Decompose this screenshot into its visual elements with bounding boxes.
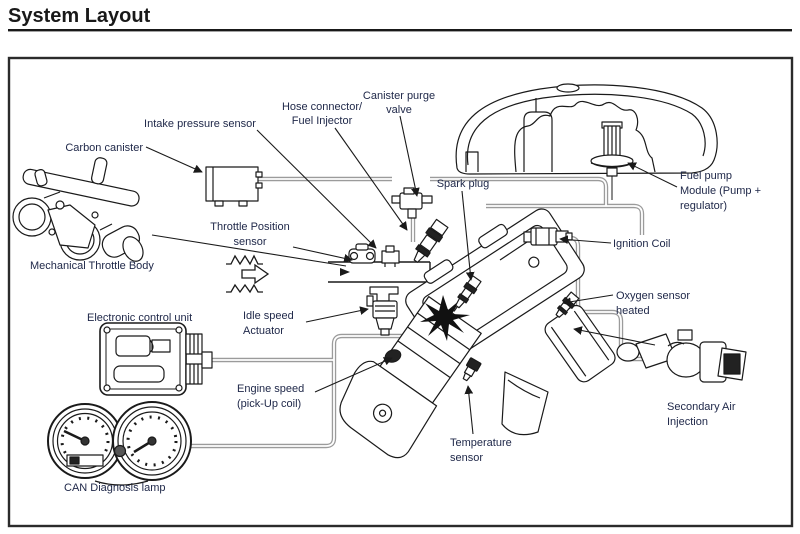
idle-speed-arrow [305, 306, 369, 323]
intake-pressure-sensor-drawing [381, 245, 400, 267]
canister-purge-valve-drawing [391, 187, 433, 219]
oxygen-sensor-label-2: heated [616, 305, 650, 317]
fuel-pump-label-2: Module (Pump + [680, 185, 761, 197]
ignition-coil-arrow [559, 235, 612, 245]
carbon-canister-label: Carbon canister [65, 142, 143, 154]
ecu-drawing [99, 322, 213, 396]
fuel-pump-arrow [627, 162, 678, 188]
title-rule [8, 29, 792, 32]
carbon-canister-drawing [205, 166, 263, 207]
spring-symbols [226, 254, 263, 294]
fuel-pump-label-1: Fuel pump [680, 170, 732, 182]
secondary-air-arrow [573, 326, 656, 346]
secondary-air-label-2: Injection [667, 416, 708, 428]
electronic-control-unit-label: Electronic control unit [87, 312, 192, 324]
exhaust-pipe-drawing [501, 304, 616, 436]
ignition-coil-label: Ignition Coil [613, 238, 670, 250]
throttle-body-line [151, 234, 347, 267]
temperature-sensor-label-2: sensor [450, 452, 483, 464]
fuel-injector-drawing [413, 218, 449, 263]
can-diagnosis-lamp-label: CAN Diagnosis lamp [64, 482, 165, 494]
canister-purge-valve-label-2: valve [386, 104, 412, 116]
idle-speed-actuator-drawing [366, 286, 399, 336]
throttle-position-label-1: Throttle Position [210, 221, 289, 233]
flow-arrow-icon [340, 268, 350, 276]
fuel-pump-label-3: regulator) [680, 200, 727, 212]
leader-arrows [145, 115, 678, 435]
mechanical-throttle-body-label: Mechanical Throttle Body [30, 260, 154, 272]
oxygen-sensor-label-1: Oxygen sensor [616, 290, 690, 302]
temperature-sensor-drawing [462, 357, 482, 382]
engine-speed-label-1: Engine speed [237, 383, 304, 395]
spark-plug-label: Spark plug [437, 178, 490, 190]
airflow-arrow-icon [241, 263, 270, 285]
engine-speed-arrow [314, 357, 393, 393]
intake-pressure-sensor-arrow [256, 129, 377, 249]
page-title: System Layout [8, 5, 151, 27]
canister-purge-valve-arrow [399, 115, 420, 197]
engine-cylinder-drawing [339, 296, 482, 459]
canister-purge-valve-label-1: Canister purge [363, 90, 435, 102]
idle-speed-label-1: Idle speed [243, 310, 294, 322]
idle-speed-label-2: Actuator [243, 325, 284, 337]
secondary-air-injection-drawing [616, 329, 747, 383]
can-diagnosis-lamp-drawing [47, 401, 192, 486]
mechanical-throttle-body-drawing [12, 157, 144, 262]
spark-plug-drawing [453, 275, 482, 312]
temperature-sensor-arrow [464, 385, 474, 435]
carbon-canister-arrow [145, 146, 203, 173]
fuel-tank-drawing [455, 83, 718, 175]
hose-connector-label-1: Hose connector/ [282, 101, 363, 113]
intake-pressure-sensor-label: Intake pressure sensor [144, 118, 256, 130]
spark-plug-arrow [461, 190, 475, 281]
oxygen-sensor-arrow [562, 294, 614, 307]
secondary-air-label-1: Secondary Air [667, 401, 736, 413]
temperature-sensor-label-1: Temperature [450, 437, 512, 449]
hose-connector-arrow [334, 127, 408, 231]
throttle-position-label-2: sensor [233, 236, 266, 248]
engine-speed-label-2: (pick-Up coil) [237, 398, 301, 410]
hose-connector-label-2: Fuel Injector [292, 115, 353, 127]
throttle-position-arrow [292, 246, 353, 263]
fuel-pump-module-drawing [590, 121, 634, 200]
combustion-spark-icon [420, 295, 470, 341]
